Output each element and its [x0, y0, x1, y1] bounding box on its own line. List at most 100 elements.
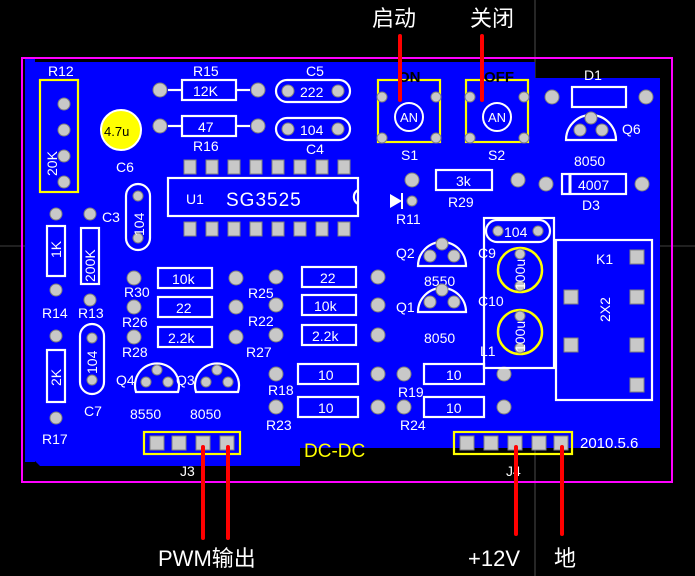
board-outline	[21, 57, 673, 483]
s2-footprint	[464, 78, 530, 144]
r13-footprint	[79, 207, 101, 307]
c5-footprint	[274, 78, 352, 104]
r14-ref: R14	[42, 305, 68, 321]
c7-ref: C7	[84, 403, 102, 419]
u1-pins	[183, 159, 351, 237]
r29-ref: R29	[448, 194, 474, 210]
s1-footprint	[376, 78, 442, 144]
r22-footprint	[268, 293, 386, 317]
u1-ref: U1	[186, 191, 204, 207]
r16-value: 47	[198, 119, 214, 135]
r24-value: 10	[446, 400, 462, 416]
c10-footprint	[496, 246, 544, 294]
r12-value: 20K	[44, 150, 60, 176]
r18-ref: R18	[268, 382, 294, 398]
c10-value: 100u	[512, 259, 528, 290]
d3-ref: D3	[582, 197, 600, 213]
r16-footprint	[152, 114, 266, 138]
r14-value: 1K	[48, 240, 64, 258]
d3-footprint	[538, 172, 650, 196]
c4-ref: C4	[306, 141, 324, 157]
s1-on-mark: ON	[398, 69, 421, 86]
r14-footprint	[45, 207, 67, 297]
c6-value: 4.7u	[104, 124, 129, 139]
j3-ref: J3	[180, 463, 195, 479]
r19-footprint	[396, 362, 512, 386]
q1-ref: Q1	[396, 299, 415, 315]
plus12v-label: +12V	[468, 546, 520, 571]
q6-ref: Q6	[622, 121, 641, 137]
l1-footprint	[482, 216, 556, 370]
r23-footprint	[268, 395, 386, 419]
c7-footprint	[78, 322, 106, 396]
c3-ref: C3	[102, 209, 120, 225]
r27-ref: R27	[246, 344, 272, 360]
r12-footprint	[38, 78, 80, 194]
r28-footprint	[126, 325, 244, 349]
q6-footprint	[564, 111, 618, 142]
pwm-output-label: PWM输出	[158, 546, 256, 571]
q3-value: 8050	[190, 406, 221, 422]
r24-footprint	[396, 395, 512, 419]
q6-value: 8050	[574, 153, 605, 169]
r22-ref: R22	[248, 313, 274, 329]
u1-footprint	[166, 176, 360, 218]
c6-ref: C6	[116, 159, 134, 175]
r27-footprint	[268, 323, 386, 347]
u1-value: SG3525	[226, 190, 302, 211]
q4-ref: Q4	[116, 372, 135, 388]
r25-footprint	[268, 265, 386, 289]
r17-ref: R17	[42, 431, 68, 447]
r17-footprint	[45, 329, 67, 425]
c5-ref: C5	[306, 63, 324, 79]
r23-value: 10	[318, 400, 334, 416]
c10b-value: 100u	[512, 321, 528, 352]
start-label: 启动	[372, 6, 416, 31]
c3-footprint	[124, 182, 152, 252]
ground-label: 地	[554, 546, 576, 571]
r26-footprint	[126, 295, 244, 319]
q4-value: 8550	[130, 406, 161, 422]
r18-footprint	[268, 362, 386, 386]
c7-value: 104	[84, 350, 100, 374]
c5-value: 222	[300, 84, 324, 100]
d3-value: 4007	[578, 177, 609, 193]
r15-value: 12K	[193, 83, 219, 99]
s1-ref: S1	[401, 147, 418, 163]
d1-ref: R11	[396, 211, 421, 227]
c9-value: 104	[504, 224, 528, 240]
r16-ref: R16	[193, 138, 219, 154]
r17-value: 2K	[48, 368, 64, 386]
l1-ref: L1	[480, 343, 496, 359]
r28-ref: R28	[122, 344, 148, 360]
c9-ref: C9	[478, 245, 496, 261]
q3-ref: Q3	[176, 372, 195, 388]
close-label: 关闭	[470, 6, 514, 31]
s2-an-text: AN	[488, 110, 506, 125]
board-label: DC-DC	[304, 441, 365, 462]
r24-ref: R24	[400, 417, 426, 433]
k1-value: 2X2	[597, 297, 613, 322]
c4-footprint	[274, 116, 352, 142]
r26-value: 22	[176, 300, 192, 316]
q1-footprint	[416, 283, 468, 314]
q2-ref: Q2	[396, 245, 415, 261]
q3-footprint	[193, 362, 241, 394]
r25-value: 22	[320, 270, 336, 286]
board-date: 2010.5.6	[580, 435, 638, 452]
r30-ref: R30	[124, 284, 150, 300]
r15-footprint	[152, 78, 266, 102]
r29-value: 3k	[456, 173, 472, 189]
s2-off-mark: OFF	[484, 69, 514, 86]
r11-ref: D1	[584, 67, 602, 83]
r30-value: 10k	[172, 271, 196, 287]
s1-an-text: AN	[400, 110, 418, 125]
j4-ref: J4	[506, 463, 521, 479]
r15-ref: R15	[193, 63, 219, 79]
r11-footprint	[544, 85, 654, 109]
annotation-arrows	[201, 34, 564, 540]
r13-value: 200K	[82, 249, 98, 282]
r27-value: 2.2k	[312, 328, 339, 344]
c6-footprint	[100, 109, 142, 151]
